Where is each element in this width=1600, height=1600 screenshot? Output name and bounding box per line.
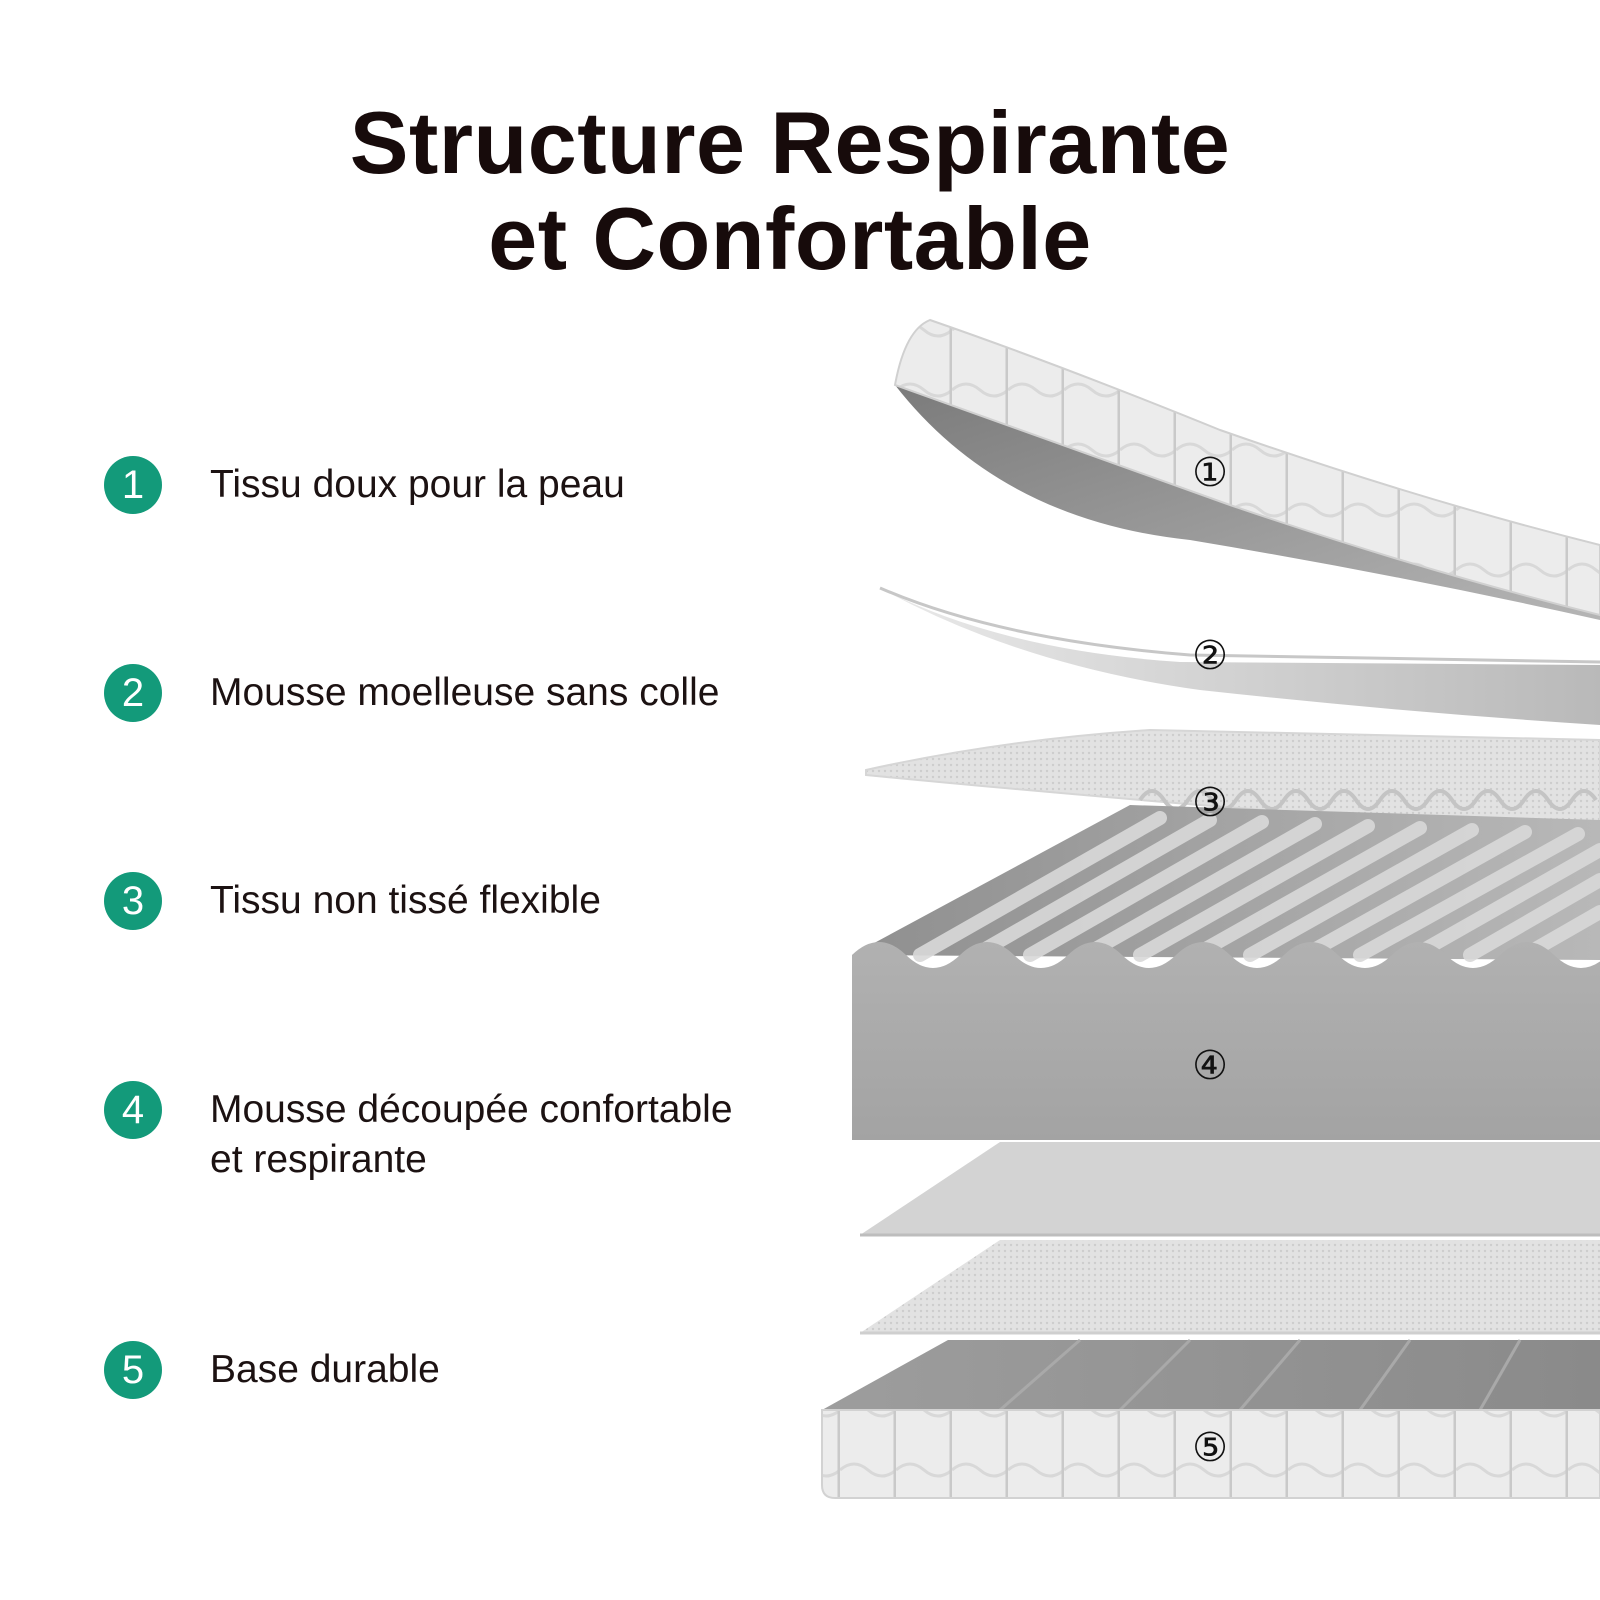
legend-text: Mousse moelleuse sans colle: [210, 671, 720, 714]
layer-2-foam-sheet: [879, 586, 1600, 725]
number-badge: 1: [104, 456, 162, 514]
number-badge: 5: [104, 1341, 162, 1399]
title-line-2: et Confortable: [488, 189, 1092, 288]
diagram-label-1: ①: [1192, 450, 1228, 496]
diagram-label-5: ⑤: [1192, 1425, 1228, 1471]
legend-item-4: 4 Mousse découpée confortable et respira…: [104, 1081, 733, 1185]
page-title: Structure Respirante et Confortable: [0, 95, 1580, 287]
legend-item-3: 3 Tissu non tissé flexible: [104, 872, 601, 930]
title-line-1: Structure Respirante: [349, 93, 1231, 192]
number-badge: 3: [104, 872, 162, 930]
layer-inner-sheet: [860, 1142, 1600, 1237]
legend-text: Mousse découpée confortable et respirant…: [210, 1088, 733, 1181]
layer-1-top-cover: [893, 318, 1600, 620]
layer-4-cut-foam: [852, 805, 1600, 1140]
legend-text: Tissu non tissé flexible: [210, 879, 601, 922]
layer-5-base: [821, 1338, 1600, 1499]
number-badge: 2: [104, 664, 162, 722]
legend-item-1: 1 Tissu doux pour la peau: [104, 456, 625, 514]
legend-text: Base durable: [210, 1348, 440, 1391]
diagram-label-4: ④: [1192, 1043, 1228, 1089]
number-badge: 4: [104, 1081, 162, 1139]
diagram-label-2: ②: [1192, 633, 1228, 679]
layer-inner-mesh: [860, 1240, 1600, 1335]
legend-text: Tissu doux pour la peau: [210, 463, 625, 506]
legend-item-5: 5 Base durable: [104, 1341, 440, 1399]
legend-item-2: 2 Mousse moelleuse sans colle: [104, 664, 719, 722]
diagram-label-3: ③: [1192, 780, 1228, 826]
